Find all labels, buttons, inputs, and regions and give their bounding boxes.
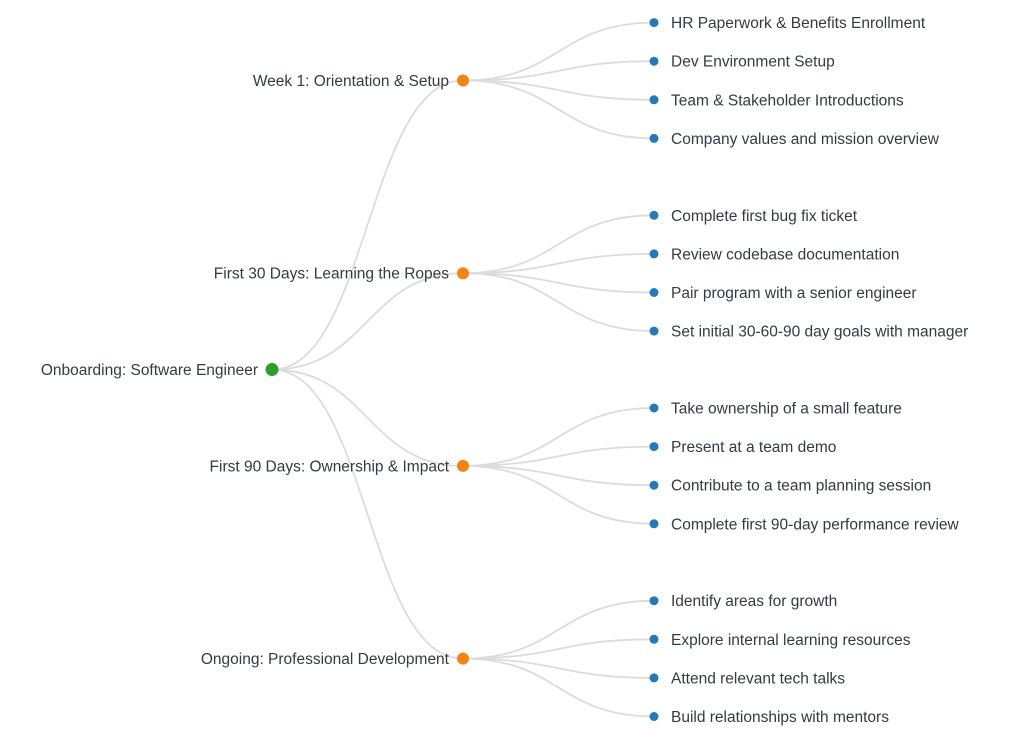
link-path: [462, 79, 655, 101]
leaf-node-label: Contribute to a team planning session: [671, 478, 931, 495]
leaf-node-label: Complete first bug fix ticket: [671, 208, 858, 225]
leaf-node-label: Present at a team demo: [671, 439, 836, 456]
link-path: [462, 60, 655, 82]
link-path: [462, 465, 655, 487]
leaf-node-dot[interactable]: [649, 288, 659, 297]
branch-node-label: First 30 Days: Learning the Ropes: [214, 266, 449, 283]
leaf-node-dot[interactable]: [649, 249, 659, 259]
leaf-node-label: Explore internal learning resources: [671, 632, 911, 649]
leaf-node-dot[interactable]: [649, 596, 659, 606]
link-path: [271, 368, 464, 660]
leaf-node-dot[interactable]: [649, 712, 659, 721]
link-path: [462, 21, 655, 82]
leaf-node-label: Attend relevant tech talks: [671, 670, 845, 687]
link-path: [462, 638, 655, 660]
link-path: [462, 445, 655, 467]
link-path: [462, 214, 655, 275]
leaf-node-label: Identify areas for growth: [671, 593, 837, 610]
leaf-node-label: Dev Environment Setup: [671, 54, 835, 71]
leaf-node-dot[interactable]: [649, 442, 659, 452]
leaf-node-dot[interactable]: [649, 634, 659, 644]
branch-node-label: Week 1: Orientation & Setup: [253, 73, 449, 90]
leaf-node-label: Pair program with a senior engineer: [671, 285, 917, 302]
branch-node-label: Ongoing: Professional Development: [201, 651, 450, 668]
leaf-node-label: HR Paperwork & Benefits Enrollment: [671, 15, 926, 32]
branch-node-dot[interactable]: [457, 459, 469, 472]
branch-node-dot[interactable]: [457, 652, 469, 665]
leaf-node-dot[interactable]: [649, 95, 659, 105]
branch-node-dot[interactable]: [457, 74, 469, 87]
leaf-node-dot[interactable]: [649, 56, 659, 66]
root-node-dot[interactable]: [265, 363, 279, 377]
leaf-node-label: Set initial 30-60-90 day goals with mana…: [671, 324, 968, 341]
leaf-node-dot[interactable]: [649, 18, 659, 28]
leaf-node-label: Build relationships with mentors: [671, 709, 889, 726]
link-path: [462, 272, 655, 332]
link-path: [271, 79, 464, 371]
leaf-node-dot[interactable]: [649, 480, 659, 490]
link-path: [271, 368, 464, 467]
leaf-node-dot[interactable]: [649, 673, 659, 683]
link-path: [462, 272, 655, 294]
link-path: [462, 253, 655, 275]
leaf-node-dot[interactable]: [649, 210, 659, 220]
leaf-node-dot[interactable]: [649, 403, 659, 413]
branch-node-label: First 90 Days: Ownership & Impact: [210, 458, 450, 475]
leaf-node-dot[interactable]: [649, 326, 659, 336]
leaf-node-label: Review codebase documentation: [671, 246, 899, 263]
link-path: [462, 657, 655, 718]
leaf-node-dot[interactable]: [649, 133, 659, 143]
link-path: [462, 599, 655, 660]
link-path: [462, 657, 655, 679]
leaf-node-label: Take ownership of a small feature: [671, 401, 902, 418]
link-path: [462, 79, 655, 140]
leaf-node-label: Complete first 90-day performance review: [671, 516, 960, 533]
leaf-node-label: Company values and mission overview: [671, 131, 940, 148]
link-path: [271, 272, 464, 371]
link-path: [462, 407, 655, 467]
root-node-label: Onboarding: Software Engineer: [41, 362, 258, 379]
leaf-node-label: Team & Stakeholder Introductions: [671, 92, 904, 109]
link-path: [462, 465, 655, 525]
leaf-node-dot[interactable]: [649, 519, 659, 529]
branch-node-dot[interactable]: [457, 267, 469, 280]
